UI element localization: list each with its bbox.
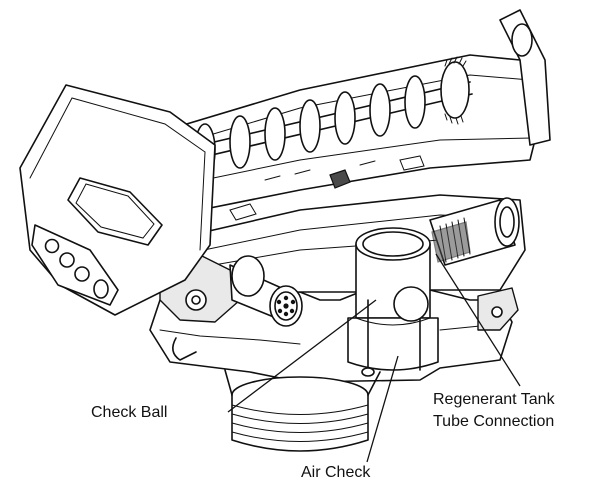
- label-regenerant-line1: Regenerant Tank: [433, 391, 555, 408]
- leader-air-check: [366, 355, 399, 463]
- injector-cap: [229, 255, 303, 327]
- label-air-check: Air Check: [301, 464, 371, 481]
- check-ball: [393, 286, 429, 322]
- label-regenerant-line2: Tube Connection: [433, 413, 555, 430]
- button-3: [74, 266, 90, 282]
- regenerant-tube-connection: [429, 197, 520, 266]
- button-1: [44, 238, 60, 254]
- label-check-ball: Check Ball: [91, 404, 168, 421]
- leader-lines: [227, 253, 521, 463]
- button-4: [93, 279, 109, 299]
- leader-check-ball: [227, 299, 377, 413]
- cam-assembly: [149, 9, 551, 221]
- button-2: [59, 252, 75, 268]
- leader-regenerant-tube: [435, 253, 521, 387]
- control-panel: [19, 84, 216, 316]
